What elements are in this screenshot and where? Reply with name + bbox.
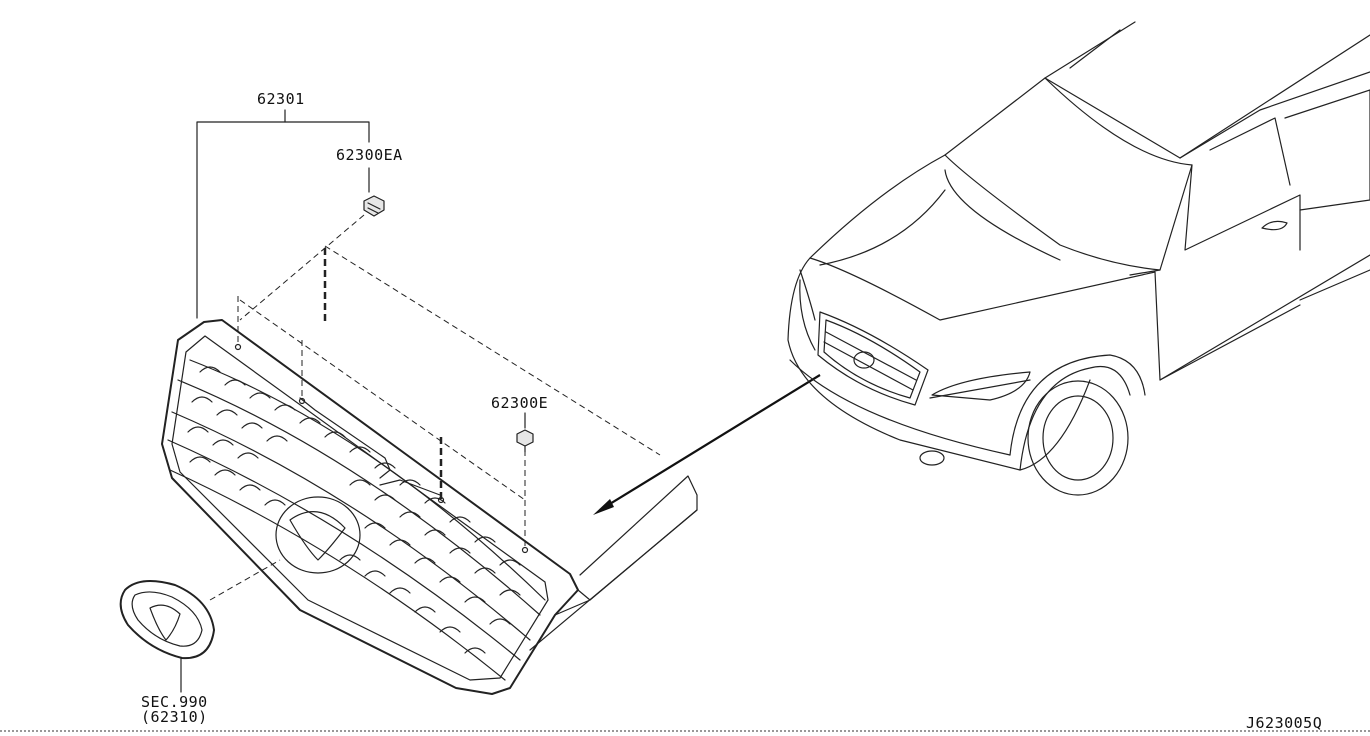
bold-dash-lines	[323, 248, 443, 500]
clip-62300ea-icon	[363, 195, 385, 217]
location-arrow	[593, 374, 821, 515]
clip-62300e-icon	[516, 429, 534, 453]
label-62301: 62301	[257, 90, 305, 108]
grille-assembly-drawing	[161, 319, 698, 695]
leader-lines	[180, 109, 526, 693]
label-sec-990: SEC.990	[141, 693, 208, 711]
label-62300ea: 62300EA	[336, 146, 403, 164]
label-62310: (62310)	[141, 708, 208, 726]
grille-scale-pattern	[187, 366, 521, 654]
label-62300e: 62300E	[491, 394, 548, 412]
figure-code: J623005Q	[1246, 714, 1322, 732]
vehicle-drawing	[787, 21, 1370, 496]
assembly-dash-lines	[209, 214, 661, 601]
grille-emblem-icon	[275, 496, 361, 574]
emblem-62310-icon	[119, 580, 215, 660]
